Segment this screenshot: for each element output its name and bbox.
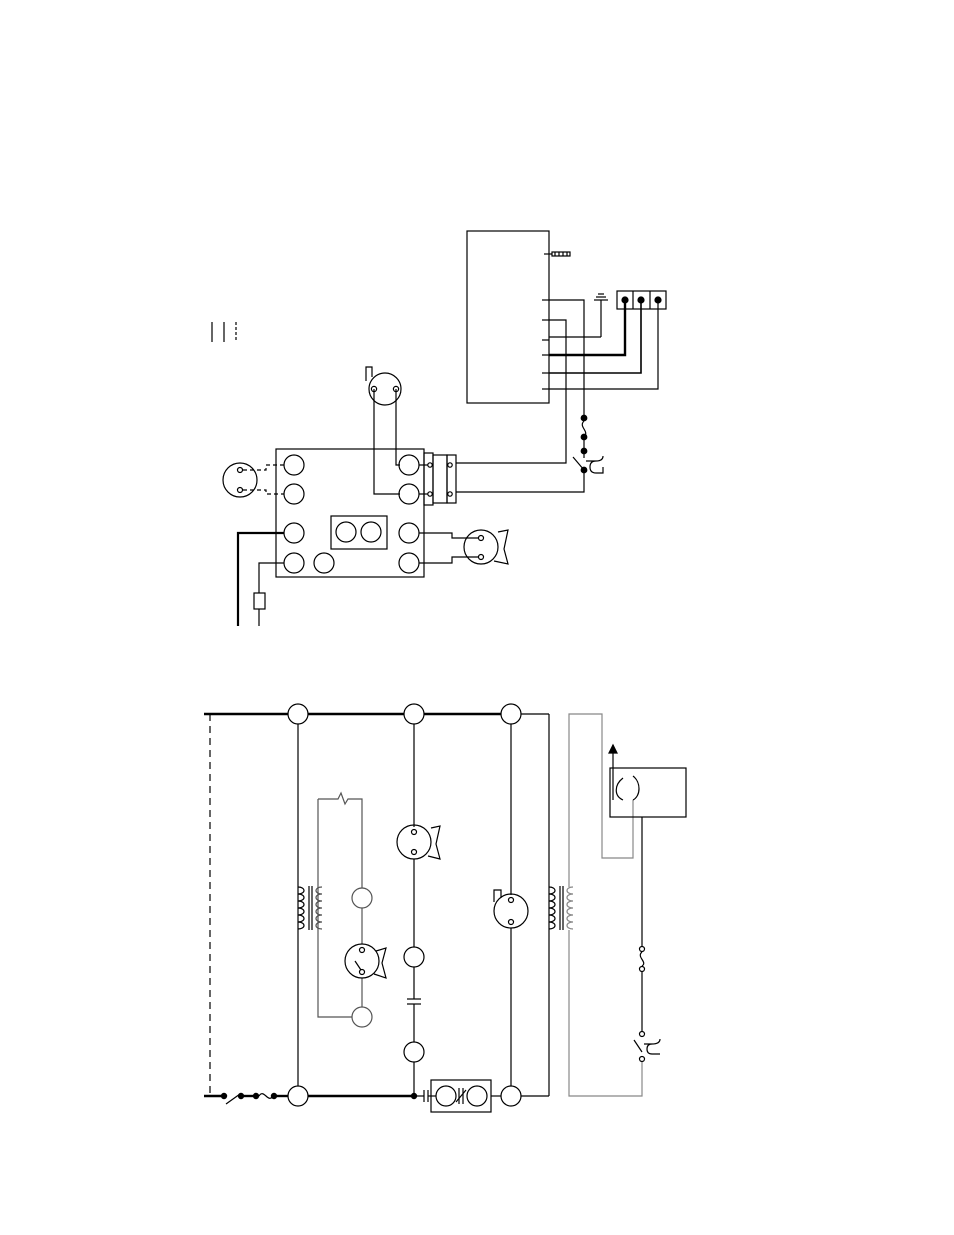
fuse-icon: [581, 415, 587, 440]
limit-switch-icon: [573, 454, 603, 473]
control-board: [467, 231, 570, 403]
pressure-switch-icon: [223, 463, 284, 497]
flame-sensor-icon: [609, 745, 686, 817]
pressure-switch-icon: [634, 1032, 660, 1062]
transformer-icon: [549, 886, 573, 930]
capacitor-icon: [424, 1090, 428, 1102]
thermostat-icon: [345, 944, 386, 978]
blower-motor-icon: [464, 530, 508, 564]
furnace-junction-box: [276, 449, 424, 577]
secondary-loop: [569, 714, 642, 1096]
capacitor-icon: [407, 999, 421, 1004]
blower-motor-icon: [494, 890, 528, 928]
ladder-schematic: [204, 704, 686, 1112]
fuse-icon: [254, 593, 265, 609]
resistor-icon: [544, 252, 570, 256]
connection-diagram: [212, 231, 666, 626]
low-voltage-loop: [318, 793, 372, 1027]
fuse-icon: [253, 1093, 276, 1098]
plug-connector: [424, 453, 456, 505]
door-switch-icon: [221, 1093, 243, 1104]
relay-contact: [456, 1088, 466, 1104]
transformer-block: [331, 516, 387, 549]
wire-legend: [212, 322, 236, 342]
inducer-motor-icon: [397, 825, 440, 859]
fuse-icon: [640, 947, 645, 972]
